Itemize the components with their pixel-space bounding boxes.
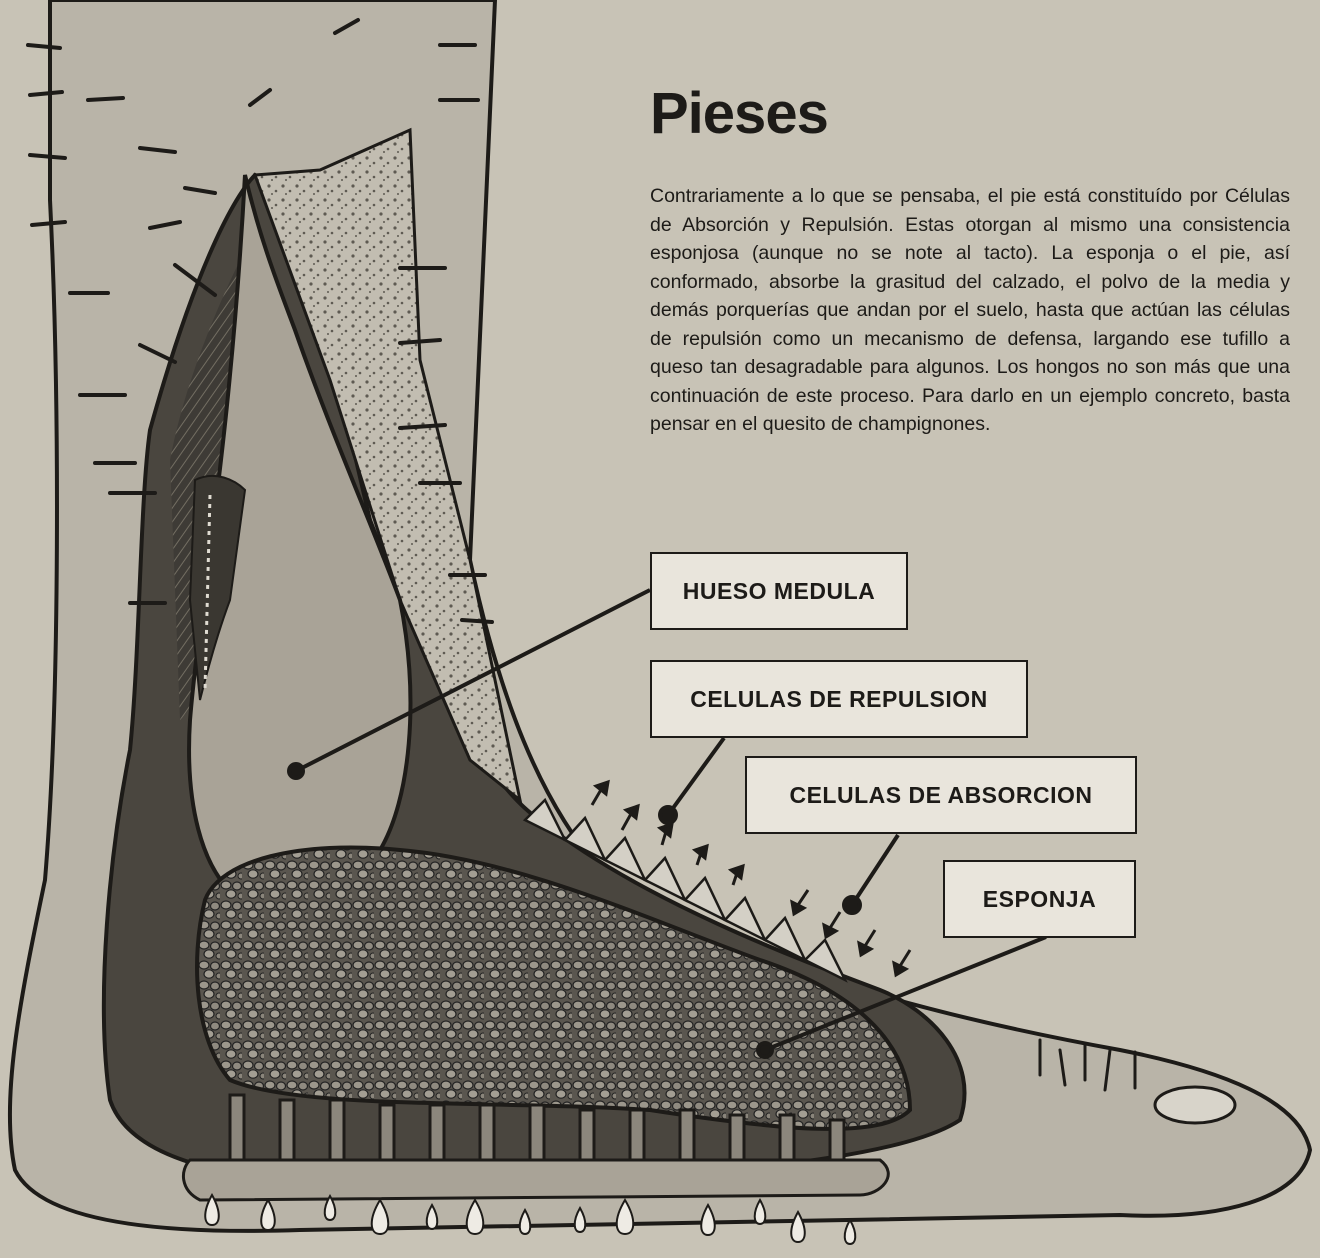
label-esponja: ESPONJA	[943, 860, 1136, 938]
sponge-cells	[197, 847, 910, 1128]
label-celulas-de-absorcion: CELULAS DE ABSORCION	[745, 756, 1137, 834]
toe-nail	[1155, 1087, 1235, 1123]
description-paragraph: Contrariamente a lo que se pensaba, el p…	[650, 182, 1290, 439]
label-hueso-medula: HUESO MEDULA	[650, 552, 908, 630]
sole-band	[183, 1160, 888, 1200]
page-title: Pieses	[650, 80, 828, 147]
label-celulas-de-repulsion: CELULAS DE REPULSION	[650, 660, 1028, 738]
